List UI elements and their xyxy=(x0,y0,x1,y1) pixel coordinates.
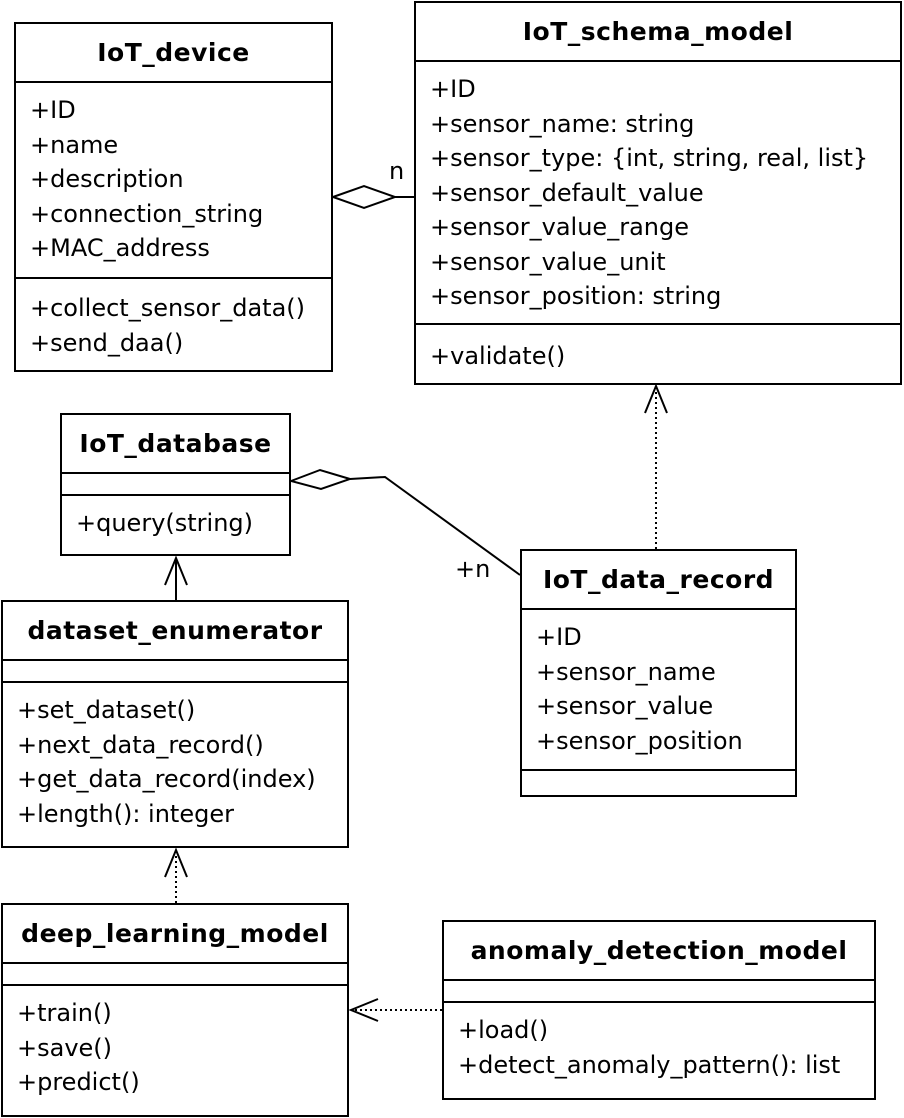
attribute: +connection_string xyxy=(30,199,264,228)
attribute: +sensor_name: string xyxy=(430,109,695,138)
anomaly-deep-dependency xyxy=(348,998,442,1022)
operation: +validate() xyxy=(430,342,566,370)
deep-enumerator-dependency xyxy=(164,847,188,903)
class-name: deep_learning_model xyxy=(3,905,347,964)
attribute: +sensor_position: string xyxy=(430,282,722,310)
attributes-section: +ID +sensor_name: string +sensor_type: {… xyxy=(416,62,900,325)
class-name: dataset_enumerator xyxy=(3,602,347,661)
class-name: IoT_schema_model xyxy=(416,3,900,62)
class-anomaly-detection-model[interactable]: anomaly_detection_model +load() +detect_… xyxy=(442,920,876,1100)
operation: +train() xyxy=(17,999,112,1027)
class-name: IoT_device xyxy=(16,24,331,83)
multiplicity-label: +n xyxy=(455,555,491,583)
operation: +predict() xyxy=(17,1068,140,1096)
class-name: anomaly_detection_model xyxy=(444,922,874,981)
attributes-section xyxy=(3,964,347,986)
operation: +detect_anomaly_pattern(): list xyxy=(458,1050,841,1079)
attribute: +sensor_name xyxy=(536,657,716,686)
operations-section: +validate() xyxy=(416,325,900,374)
operation: +get_data_record(index) xyxy=(17,765,316,793)
attribute: +sensor_value_range xyxy=(430,213,689,241)
operation: +load() xyxy=(458,1016,549,1044)
attribute: +MAC_address xyxy=(30,234,210,262)
attribute: +description xyxy=(30,165,184,193)
operation: +next_data_record() xyxy=(17,730,264,759)
class-iot-data-record[interactable]: IoT_data_record +ID +sensor_name +sensor… xyxy=(520,549,797,797)
multiplicity-label: n xyxy=(389,157,405,185)
operations-section: +load() +detect_anomaly_pattern(): list xyxy=(444,1003,874,1082)
attribute: +sensor_position xyxy=(536,726,743,755)
class-dataset-enumerator[interactable]: dataset_enumerator +set_dataset() +next_… xyxy=(1,600,349,848)
attribute: +name xyxy=(30,130,119,159)
device-schema-aggregation xyxy=(330,184,414,210)
attribute: +ID xyxy=(430,75,476,103)
class-deep-learning-model[interactable]: deep_learning_model +train() +save() +pr… xyxy=(1,903,349,1117)
attribute: +sensor_type: {int, string, real, list} xyxy=(430,144,869,172)
attributes-section: +ID +name +description +connection_strin… xyxy=(16,83,331,279)
class-name: IoT_data_record xyxy=(522,551,795,610)
class-iot-schema-model[interactable]: IoT_schema_model +ID +sensor_name: strin… xyxy=(414,1,902,385)
class-name: IoT_database xyxy=(62,415,289,474)
operations-section: +query(string) xyxy=(62,496,289,541)
attributes-section: +ID +sensor_name +sensor_value +sensor_p… xyxy=(522,610,795,771)
attribute: +ID xyxy=(536,623,582,651)
attribute: +sensor_value xyxy=(536,692,714,720)
attributes-section xyxy=(3,661,347,683)
operations-section: +set_dataset() +next_data_record() +get_… xyxy=(3,683,347,831)
operation: +query(string) xyxy=(76,509,254,537)
attributes-section xyxy=(62,474,289,496)
operations-section: +train() +save() +predict() xyxy=(3,986,347,1100)
operation: +send_daa() xyxy=(30,328,184,357)
attribute: +sensor_value_unit xyxy=(430,247,666,276)
operation: +length(): integer xyxy=(17,799,234,828)
operation: +save() xyxy=(17,1033,113,1062)
attributes-section xyxy=(444,981,874,1003)
record-schema-dependency xyxy=(644,383,668,549)
operation: +collect_sensor_data() xyxy=(30,294,306,322)
attribute: +sensor_default_value xyxy=(430,178,704,207)
operation: +set_dataset() xyxy=(17,696,196,724)
attribute: +ID xyxy=(30,96,76,124)
class-iot-device[interactable]: IoT_device +ID +name +description +conne… xyxy=(14,22,333,372)
enumerator-database-association xyxy=(164,555,188,600)
class-iot-database[interactable]: IoT_database +query(string) xyxy=(60,413,291,556)
operations-section: +collect_sensor_data() +send_daa() xyxy=(16,279,331,360)
database-record-aggregation xyxy=(287,468,521,576)
